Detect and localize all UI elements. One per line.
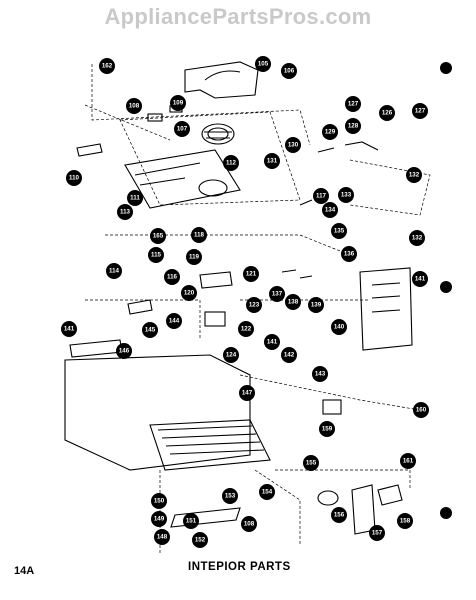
callout-142: 142 [284,352,295,359]
callout-115: 115 [151,252,162,259]
callout-135: 135 [334,228,345,235]
watermark: AppliancePartsPros.com [104,4,372,29]
callout-123: 123 [249,302,260,309]
callout-132b: 132 [412,235,423,242]
callout-109: 109 [173,100,184,107]
callout-130: 130 [288,142,299,149]
callout-141b: 141 [64,326,75,333]
callout-152: 152 [195,537,206,544]
page-number: 14A [14,565,35,577]
callout-156: 156 [334,512,345,519]
callout-140: 140 [334,324,345,331]
callout-129: 129 [325,129,336,136]
callout-122: 122 [241,326,252,333]
callout-144: 144 [169,318,180,325]
callout-132: 132 [409,172,420,179]
part-drawings [64,61,413,535]
callout-160: 160 [416,407,427,414]
callout-146: 146 [119,348,130,355]
binder-hole [440,281,452,293]
callout-143: 143 [315,371,326,378]
callout-113: 113 [120,209,131,216]
callout-127: 127 [348,101,359,108]
callout-110: 110 [69,175,80,182]
callout-159: 159 [322,426,333,433]
callout-105: 105 [258,61,269,68]
callout-112: 112 [226,160,237,167]
callout-151: 151 [186,518,197,525]
callout-120: 120 [184,290,195,297]
callout-145: 145 [145,327,156,334]
dashed-guides [84,64,431,555]
callout-119: 119 [189,254,200,261]
binder-hole [440,507,452,519]
callout-108b: 108 [244,521,255,528]
callout-149: 149 [154,516,165,523]
page-caption: INTEPIOR PARTS [188,561,291,573]
callout-126: 126 [382,110,393,117]
callout-148: 148 [157,534,168,541]
callout-128: 128 [348,123,359,130]
callout-108: 108 [129,103,140,110]
callout-161: 161 [403,458,414,465]
callout-158: 158 [400,518,411,525]
callout-bubbles: 162 105 106 108 109 107 112 110 111 113 … [61,56,429,548]
callout-107: 107 [177,126,188,133]
callout-117: 117 [316,193,327,200]
callout-118: 118 [194,232,205,239]
callout-141c: 141 [267,339,278,346]
callout-157: 157 [372,530,383,537]
callout-114: 114 [109,268,120,275]
callout-141: 141 [415,276,426,283]
callout-124: 124 [226,352,237,359]
callout-127b: 127 [415,108,426,115]
callout-131: 131 [267,158,278,165]
callout-155: 155 [306,460,317,467]
callout-139: 139 [311,302,322,309]
binder-hole [440,62,452,74]
callout-106: 106 [284,68,295,75]
callout-111: 111 [130,195,140,202]
callout-121: 121 [246,271,257,278]
callout-133: 133 [341,192,352,199]
callout-165: 165 [153,233,164,240]
callout-116: 116 [167,274,178,281]
callout-153: 153 [225,493,236,500]
callout-150: 150 [154,498,165,505]
callout-136: 136 [344,251,355,258]
callout-162: 162 [102,63,113,70]
callout-134: 134 [325,207,336,214]
callout-138: 138 [288,299,299,306]
callout-137: 137 [272,291,283,298]
callout-147: 147 [242,390,253,397]
callout-154: 154 [262,489,273,496]
